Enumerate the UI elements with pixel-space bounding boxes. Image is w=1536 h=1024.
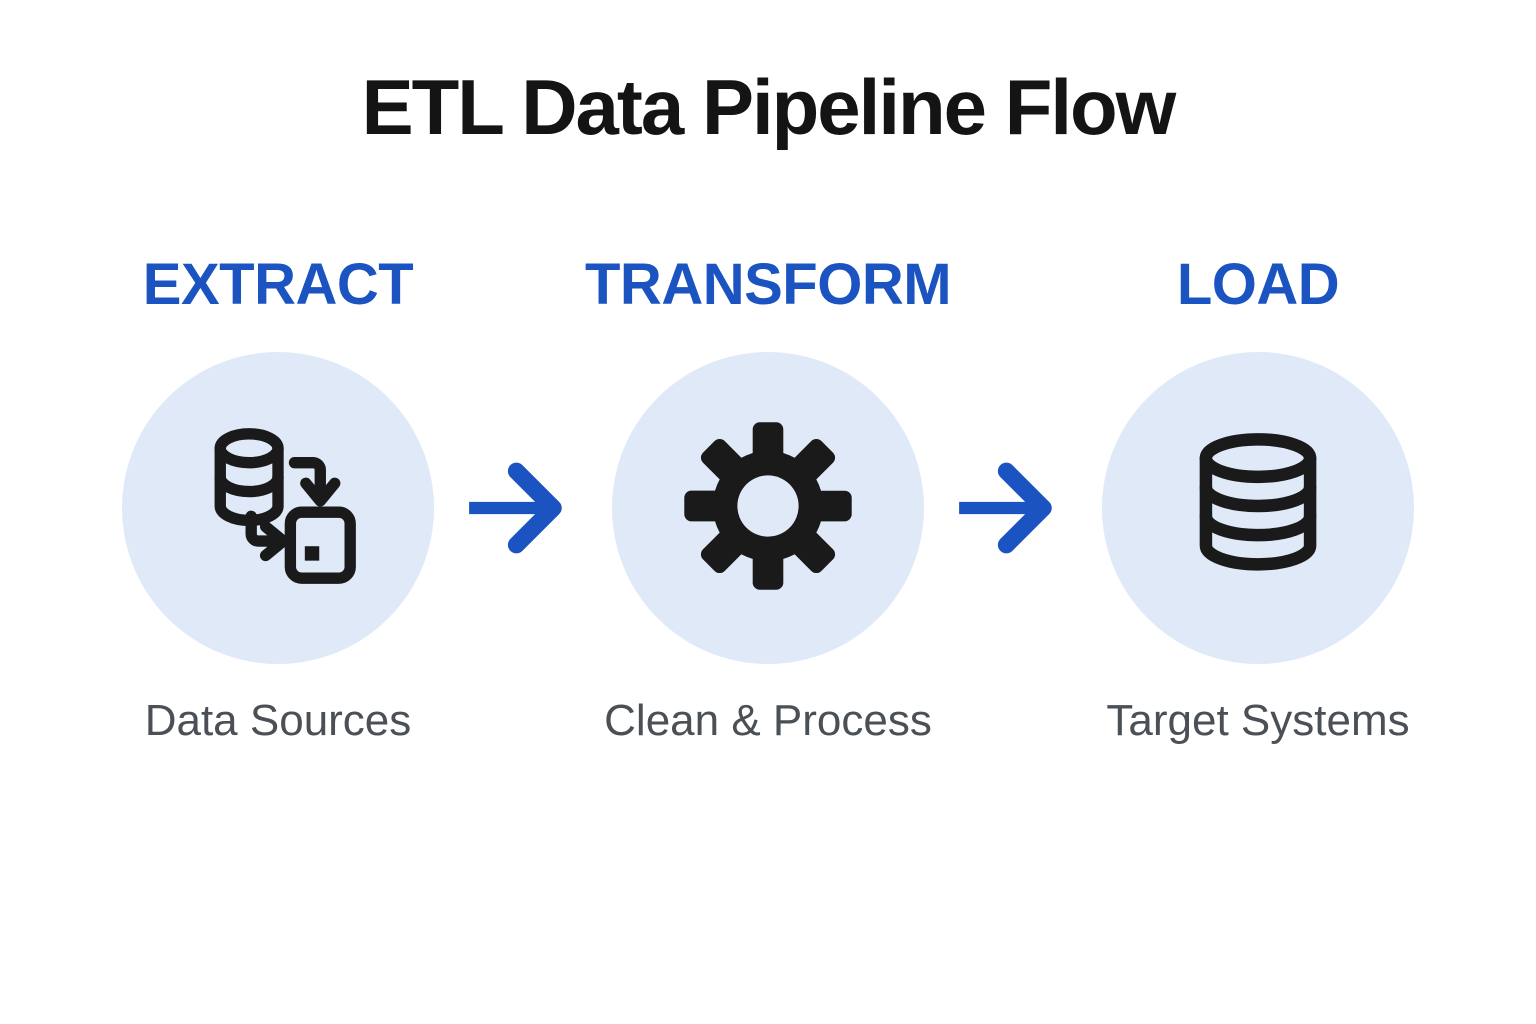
connector-transform-load [938,456,1088,560]
arrow-right-icon [460,456,586,560]
stage-load: LOAD Target Systems [1088,254,1428,746]
page-title: ETL Data Pipeline Flow [361,63,1177,151]
stage-label-extract: EXTRACT [142,252,414,317]
stage-extract: EXTRACT [108,254,448,746]
stage-caption-load: Target Systems [1106,696,1410,745]
connector-extract-transform [448,456,598,560]
stage-caption-extract: Data Sources [144,696,412,745]
database-export-icon [179,407,377,610]
stage-circle-extract [122,352,434,664]
stage-caption-transform: Clean & Process [604,696,932,745]
pipeline-row: EXTRACT [0,254,1536,746]
gear-icon [670,408,866,609]
stage-circle-transform [612,352,924,664]
database-icon [1158,406,1358,611]
arrow-right-icon [950,456,1076,560]
stage-circle-load [1102,352,1414,664]
stage-transform: TRANSFORM [585,254,952,746]
stage-label-load: LOAD [1176,252,1340,317]
stage-label-transform: TRANSFORM [585,252,952,317]
